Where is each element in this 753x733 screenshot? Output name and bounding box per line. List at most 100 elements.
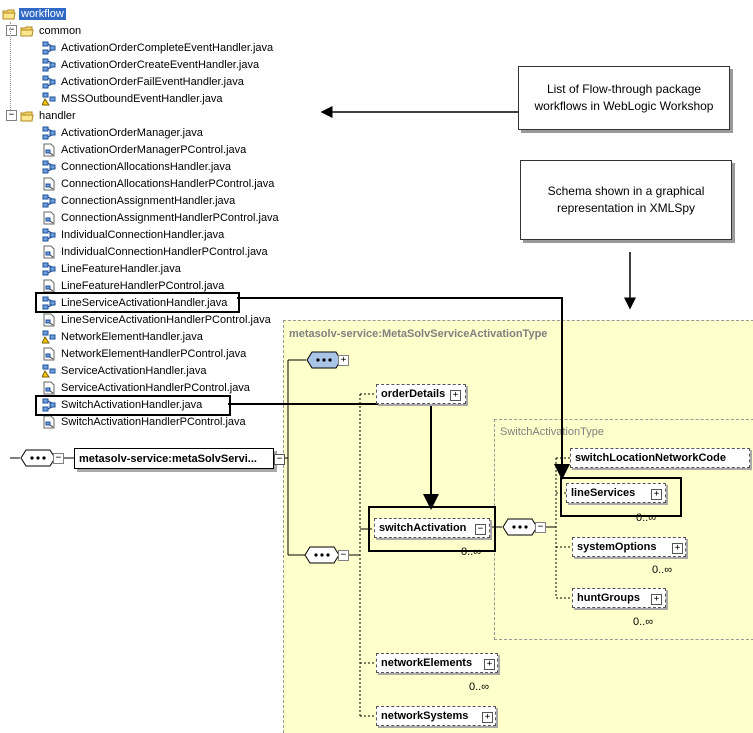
tree-file-item[interactable]: ConnectionAssignmentHandlerPControl.java: [42, 209, 281, 226]
tree-folder-handler[interactable]: − handler: [6, 107, 78, 124]
control-file-icon: [42, 313, 56, 327]
workflow-icon: [42, 75, 56, 89]
tree-file-item[interactable]: IndividualConnectionHandlerPControl.java: [42, 243, 270, 260]
collapse-icon[interactable]: −: [6, 110, 17, 121]
tree-item-label: ActivationOrderCompleteEventHandler.java: [61, 41, 274, 54]
workflow-icon: [42, 228, 56, 242]
highlight-line-services-element: [560, 477, 682, 517]
control-file-icon: [42, 143, 56, 157]
collapse-icon[interactable]: −: [475, 524, 486, 535]
tree-item-label: common: [39, 24, 82, 37]
control-file-icon: [42, 381, 56, 395]
workflow-icon: [42, 126, 56, 140]
workflow-warning-icon: [41, 92, 56, 106]
tree-file-item[interactable]: NetworkElementHandler.java: [41, 328, 205, 345]
choice-sequence-indicator: [306, 351, 342, 369]
sequence-indicator: [304, 546, 340, 564]
expand-icon[interactable]: +: [338, 355, 349, 366]
tree-file-item[interactable]: ConnectionAllocationsHandler.java: [42, 158, 233, 175]
callout-schema: Schema shown in a graphical representati…: [520, 160, 732, 240]
expand-icon[interactable]: +: [672, 543, 683, 554]
tree-file-item[interactable]: ActivationOrderCompleteEventHandler.java: [42, 39, 275, 56]
collapse-icon[interactable]: −: [53, 453, 64, 464]
collapse-icon[interactable]: −: [6, 25, 17, 36]
element-label: lineServices: [571, 487, 636, 499]
tree-item-label: LineFeatureHandlerPControl.java: [61, 279, 225, 292]
tree-item-label: ActivationOrderCreateEventHandler.java: [61, 58, 260, 71]
tree-file-item[interactable]: LineFeatureHandlerPControl.java: [42, 277, 226, 294]
tree-file-item[interactable]: ActivationOrderFailEventHandler.java: [42, 73, 246, 90]
folder-open-icon: [2, 7, 16, 21]
root-sequence-indicator: [20, 449, 56, 467]
element-network-systems[interactable]: networkSystems +: [376, 706, 496, 726]
collapse-icon[interactable]: −: [274, 454, 285, 465]
element-label: networkElements: [381, 657, 473, 669]
tree-file-item[interactable]: ServiceActivationHandler.java: [41, 362, 209, 379]
tree-item-label: LineFeatureHandler.java: [61, 262, 181, 275]
tree-item-label: ServiceActivationHandler.java: [61, 364, 207, 377]
tree-file-item[interactable]: ConnectionAllocationsHandlerPControl.jav…: [42, 175, 276, 192]
tree-file-item[interactable]: ActivationOrderCreateEventHandler.java: [42, 56, 261, 73]
element-label: orderDetails: [381, 388, 446, 400]
element-hunt-groups[interactable]: huntGroups +: [572, 588, 666, 608]
control-file-icon: [42, 211, 56, 225]
tree-item-label: handler: [39, 109, 76, 122]
tree-item-label: IndividualConnectionHandlerPControl.java: [61, 245, 268, 258]
cardinality-label: 0..∞: [652, 564, 673, 576]
control-file-icon: [42, 347, 56, 361]
tree-file-item[interactable]: ConnectionAssignmentHandler.java: [42, 192, 237, 209]
tree-file-item[interactable]: SwitchActivationHandler.java: [42, 396, 204, 413]
tree-item-label: ActivationOrderManager.java: [61, 126, 203, 139]
element-switch-location-network-code[interactable]: switchLocationNetworkCode: [570, 448, 750, 468]
switch-sequence-indicator: [502, 518, 538, 536]
schema-type-label: metasolv-service:MetaSolvServiceActivati…: [289, 328, 548, 340]
tree-file-item[interactable]: MSSOutboundEventHandler.java: [41, 90, 224, 107]
tree-file-item[interactable]: IndividualConnectionHandler.java: [42, 226, 226, 243]
tree-item-label: NetworkElementHandlerPControl.java: [61, 347, 247, 360]
element-label: networkSystems: [381, 710, 469, 722]
tree-file-item[interactable]: NetworkElementHandlerPControl.java: [42, 345, 248, 362]
tree-item-label: NetworkElementHandler.java: [61, 330, 203, 343]
tree-root-workflow[interactable]: workflow: [2, 5, 66, 22]
workflow-warning-icon: [41, 330, 56, 344]
highlight-switch-activation: [35, 395, 231, 416]
tree-file-item[interactable]: ActivationOrderManager.java: [42, 124, 205, 141]
tree-item-label: IndividualConnectionHandler.java: [61, 228, 225, 241]
tree-file-item[interactable]: ServiceActivationHandlerPControl.java: [42, 379, 252, 396]
tree-file-item[interactable]: LineFeatureHandler.java: [42, 260, 183, 277]
tree-file-item[interactable]: LineServiceActivationHandlerPControl.jav…: [42, 311, 273, 328]
element-label: switchLocationNetworkCode: [575, 452, 726, 464]
folder-open-icon: [20, 109, 34, 123]
element-system-options[interactable]: systemOptions +: [572, 537, 686, 557]
expand-icon[interactable]: +: [450, 390, 461, 401]
cardinality-label: 0..∞: [461, 546, 482, 558]
switch-activation-type-label: SwitchActivationType: [500, 426, 604, 438]
element-label: systemOptions: [577, 541, 657, 553]
tree-item-label: ActivationOrderFailEventHandler.java: [61, 75, 244, 88]
cardinality-label: 0..∞: [469, 681, 490, 693]
workflow-icon: [42, 58, 56, 72]
root-element[interactable]: metasolv-service:metaSolvServi... −: [74, 448, 285, 469]
tree-item-label: workflow: [19, 7, 66, 20]
collapse-icon[interactable]: −: [535, 522, 546, 533]
element-line-services[interactable]: lineServices +: [566, 483, 666, 503]
tree-folder-common[interactable]: − common: [6, 22, 83, 39]
tree-file-item[interactable]: ActivationOrderManagerPControl.java: [42, 141, 248, 158]
expand-icon[interactable]: +: [484, 659, 495, 670]
element-network-elements[interactable]: networkElements +: [376, 653, 498, 673]
tree-item-label: ConnectionAllocationsHandler.java: [61, 160, 231, 173]
tree-file-item[interactable]: SwitchActivationHandlerPControl.java: [42, 413, 248, 430]
expand-icon[interactable]: +: [651, 489, 662, 500]
collapse-icon[interactable]: −: [338, 550, 349, 561]
expand-icon[interactable]: +: [482, 712, 493, 723]
control-file-icon: [42, 177, 56, 191]
workflow-icon: [42, 194, 56, 208]
tree-item-label: ConnectionAllocationsHandlerPControl.jav…: [61, 177, 275, 190]
expand-icon[interactable]: +: [651, 594, 662, 605]
control-file-icon: [42, 279, 56, 293]
tree-file-item[interactable]: LineServiceActivationHandler.java: [42, 294, 229, 311]
tree-item-label: ConnectionAssignmentHandlerPControl.java: [61, 211, 279, 224]
element-switch-activation[interactable]: switchActivation −: [374, 518, 490, 538]
element-order-details[interactable]: orderDetails +: [376, 384, 466, 404]
